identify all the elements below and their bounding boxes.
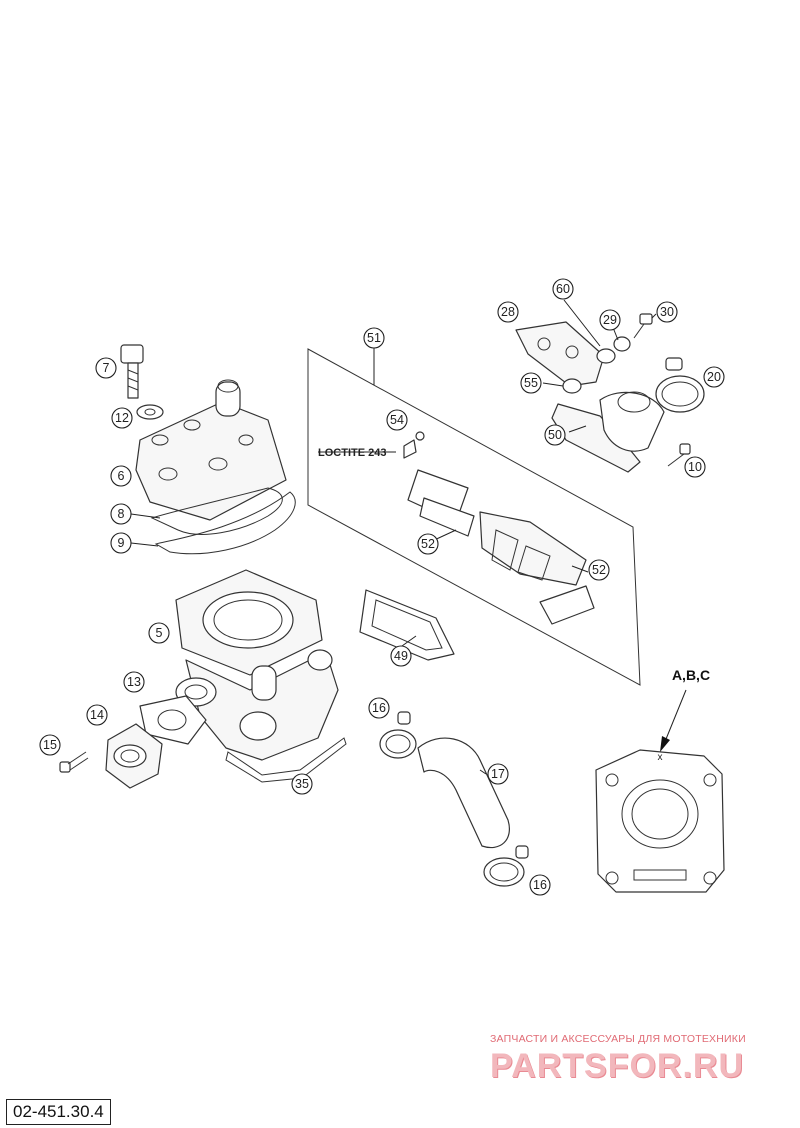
exhaust-gasket-part: [139, 695, 207, 745]
flange-bolt-part: [59, 751, 89, 773]
svg-text:52: 52: [592, 563, 606, 577]
svg-text:7: 7: [103, 361, 110, 375]
exhaust-flange-part: [105, 723, 163, 789]
callout-17: 17: [487, 763, 509, 785]
callout-20: 20: [703, 366, 725, 388]
callout-12: 12: [111, 407, 133, 429]
callout-35: 35: [291, 773, 313, 795]
svg-text:14: 14: [90, 708, 104, 722]
callout-50: 50: [544, 424, 566, 446]
callout-13: 13: [123, 671, 145, 693]
head-gasket-part: [154, 491, 296, 555]
callout-60: 60: [552, 278, 574, 300]
loctite-drop-part: [403, 439, 417, 459]
callout-8: 8: [110, 503, 132, 525]
hose-clamp-16-upper-part: [379, 711, 417, 759]
view-mark: x: [658, 752, 663, 763]
callout-7: 7: [95, 357, 117, 379]
svg-text:50: 50: [548, 428, 562, 442]
callout-15: 15: [39, 734, 61, 756]
svg-text:13: 13: [127, 675, 141, 689]
reed-block-part: [479, 511, 595, 625]
reed-petal-part: [407, 469, 475, 537]
washer-part: [136, 404, 164, 420]
reed-valve-kit-frame: [307, 348, 641, 686]
callout-10: 10: [684, 456, 706, 478]
svg-text:51: 51: [367, 331, 381, 345]
bushing-29-part: [613, 336, 631, 352]
svg-text:35: 35: [295, 777, 309, 791]
svg-text:12: 12: [115, 411, 129, 425]
callout-9: 9: [110, 532, 132, 554]
callout-5: 5: [148, 622, 170, 644]
svg-text:8: 8: [118, 507, 125, 521]
intake-hose-part: [417, 737, 510, 849]
bolt-30-part: [633, 313, 653, 339]
svg-text:6: 6: [118, 469, 125, 483]
loctite-label: LOCTITE 243: [318, 447, 386, 459]
callout-49: 49: [390, 645, 412, 667]
callout-29: 29: [599, 309, 621, 331]
reference-number: 02-451.30.4: [6, 1099, 111, 1125]
callout-6: 6: [110, 465, 132, 487]
svg-text:10: 10: [688, 460, 702, 474]
callout-16-upper: 16: [368, 697, 390, 719]
callout-54: 54: [386, 409, 408, 431]
svg-text:9: 9: [118, 536, 125, 550]
svg-text:52: 52: [421, 537, 435, 551]
svg-text:28: 28: [501, 305, 515, 319]
svg-text:17: 17: [491, 767, 505, 781]
cylinder-head-part: [135, 379, 287, 521]
callout-28: 28: [497, 301, 519, 323]
hose-clamp-16-lower-part: [483, 845, 529, 887]
callout-55: 55: [520, 372, 542, 394]
callout-16-lower: 16: [529, 874, 551, 896]
svg-text:54: 54: [390, 413, 404, 427]
head-bolt-part: [120, 344, 144, 399]
svg-text:60: 60: [556, 282, 570, 296]
svg-text:29: 29: [603, 313, 617, 327]
cylinder-part: [175, 569, 339, 761]
callout-51: 51: [363, 327, 385, 349]
svg-text:5: 5: [156, 626, 163, 640]
cylinder-top-view: [595, 749, 725, 893]
svg-text:55: 55: [524, 376, 538, 390]
svg-text:16: 16: [372, 701, 386, 715]
hose-clamp-20-part: [655, 357, 705, 413]
intake-manifold-part: [551, 391, 665, 473]
reed-gasket-part: [359, 589, 455, 661]
watermark-logo[interactable]: PARTSFOR.RU: [490, 1047, 745, 1085]
view-label: A,B,C: [672, 667, 710, 683]
spacer-60-part: [596, 348, 616, 364]
svg-text:30: 30: [660, 305, 674, 319]
svg-text:16: 16: [533, 878, 547, 892]
watermark-tagline: ЗАПЧАСТИ И АКСЕССУАРЫ ДЛЯ МОТОТЕХНИКИ: [490, 1033, 746, 1045]
bracket-part: [515, 321, 605, 387]
bolt-10-part: [667, 443, 691, 467]
callout-30: 30: [656, 301, 678, 323]
svg-text:15: 15: [43, 738, 57, 752]
washer-55-part: [562, 378, 582, 394]
svg-text:49: 49: [394, 649, 408, 663]
base-gasket-part: [225, 737, 347, 783]
callout-52-left: 52: [417, 533, 439, 555]
head-o-ring-part: [150, 487, 283, 535]
callout-52-right: 52: [588, 559, 610, 581]
callout-14: 14: [86, 704, 108, 726]
svg-text:20: 20: [707, 370, 721, 384]
